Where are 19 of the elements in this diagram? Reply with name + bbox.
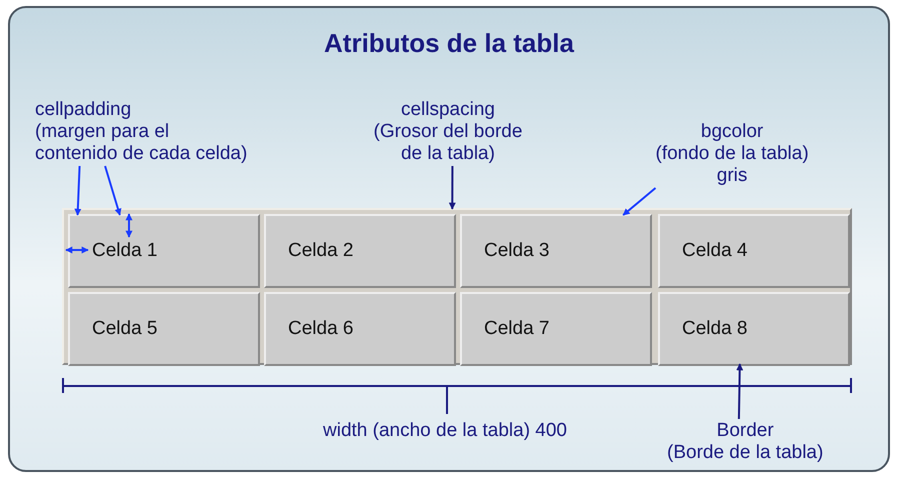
- table-cell: Celda 3: [460, 214, 652, 288]
- table-frame: [62, 208, 852, 365]
- callout-text: bgcolor (fondo de la tabla) gris: [656, 121, 809, 187]
- table-cell: Celda 4: [658, 214, 850, 288]
- table-cell: Celda 7: [460, 292, 652, 366]
- arrow: [104, 166, 122, 216]
- table-cell: Celda 1: [68, 214, 260, 288]
- callout-text: Border (Borde de la tabla): [667, 420, 824, 464]
- title: Atributos de la tabla: [323, 28, 576, 59]
- table-cell: Celda 6: [264, 292, 456, 366]
- arrow: [448, 166, 456, 210]
- arrow: [622, 187, 656, 216]
- table-cell: Celda 8: [658, 292, 850, 366]
- callout-text: cellpadding (margen para el contenido de cada celda): [35, 99, 248, 165]
- arrow: [74, 166, 82, 216]
- table-cell: Celda 5: [68, 292, 260, 366]
- table-cell: Celda 2: [264, 214, 456, 288]
- callout-text: cellspacing (Grosor del borde de la tabla): [374, 99, 522, 165]
- dimension-label: width (ancho de la tabla) 400: [323, 420, 567, 442]
